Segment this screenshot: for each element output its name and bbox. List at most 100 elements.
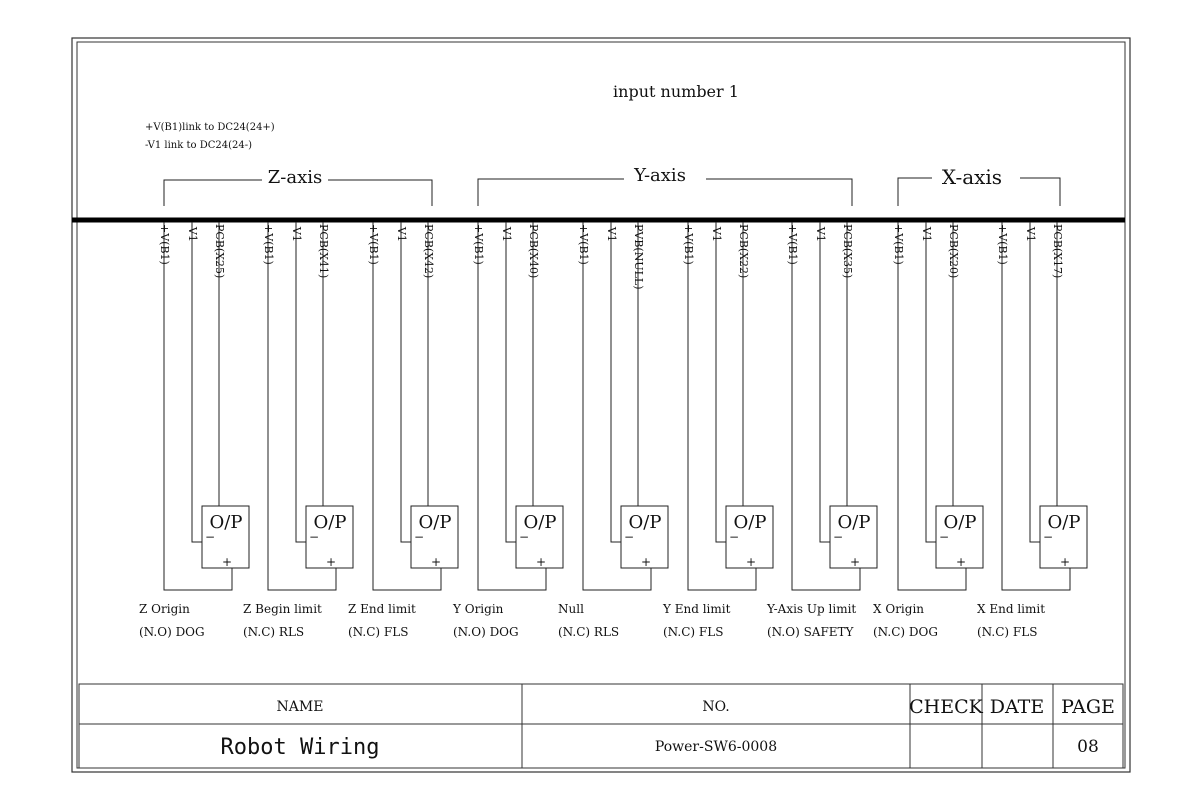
box-plus-label: + xyxy=(850,555,860,569)
sensor-spec: (N.C) RLS xyxy=(558,625,619,639)
pin-label: +V(B1) xyxy=(577,224,590,265)
wire-negative xyxy=(295,222,306,543)
output-box-label: O/P xyxy=(419,512,452,533)
pin-label: PVB(NULL) xyxy=(632,224,645,290)
pin-label: +V(B1) xyxy=(892,224,905,265)
sensor-spec: (N.C) FLS xyxy=(348,625,408,639)
pin-label: +V(B1) xyxy=(262,224,275,265)
box-plus-label: + xyxy=(536,555,546,569)
box-minus-label: − xyxy=(205,530,215,544)
wire-positive xyxy=(267,222,337,591)
sensor-name: Null xyxy=(558,602,584,616)
output-box xyxy=(829,505,878,569)
output-box xyxy=(305,505,354,569)
sensor-spec: (N.C) FLS xyxy=(977,625,1037,639)
pin-label: PCB(X42) xyxy=(422,224,435,278)
note-line-1: +V(B1)link to DC24(24+) xyxy=(145,122,275,133)
pin-label: -V1 xyxy=(500,224,513,242)
pin-label: PCB(X17) xyxy=(1051,224,1064,278)
pin-label: -V1 xyxy=(710,224,723,242)
box-plus-label: + xyxy=(431,555,441,569)
sensor-name: Z End limit xyxy=(348,602,416,616)
pin-label: +V(B1) xyxy=(996,224,1009,265)
wire-positive xyxy=(477,222,547,591)
output-box-label: O/P xyxy=(524,512,557,533)
outer-frame xyxy=(71,37,1131,773)
pin-label: PCB(X35) xyxy=(841,224,854,278)
wire-positive xyxy=(791,222,861,591)
name-header: NAME xyxy=(277,699,324,715)
wire-positive xyxy=(1001,222,1071,591)
output-box-label: O/P xyxy=(210,512,243,533)
box-plus-label: + xyxy=(222,555,232,569)
pin-label: -V1 xyxy=(395,224,408,242)
box-minus-label: − xyxy=(939,530,949,544)
check-header: CHECK xyxy=(909,696,984,718)
pin-label: -V1 xyxy=(605,224,618,242)
sensor-name: X End limit xyxy=(977,602,1045,616)
sensor-name: Y End limit xyxy=(662,602,731,616)
pin-label: -V1 xyxy=(186,224,199,242)
wire-positive xyxy=(687,222,757,591)
pin-label: +V(B1) xyxy=(472,224,485,265)
drawing-number: Power-SW6-0008 xyxy=(655,739,777,755)
no-header: NO. xyxy=(702,699,729,715)
box-plus-label: + xyxy=(1060,555,1070,569)
wire-negative xyxy=(819,222,830,543)
box-plus-label: + xyxy=(641,555,651,569)
sensor-spec: (N.O) DOG xyxy=(453,625,519,639)
page-number: 08 xyxy=(1077,737,1099,757)
wire-positive xyxy=(582,222,652,591)
sensor-spec: (N.C) DOG xyxy=(873,625,938,639)
title-block-border xyxy=(78,683,1124,769)
sensor-name: Z Begin limit xyxy=(243,602,322,616)
z-axis-label: Z-axis xyxy=(268,167,322,188)
sensor-name: Y Origin xyxy=(452,602,504,616)
z-axis-bracket: Z-axis xyxy=(163,167,433,206)
pin-label: PCB(X20) xyxy=(947,224,960,278)
box-minus-label: − xyxy=(624,530,634,544)
wire-positive xyxy=(372,222,442,591)
output-box-label: O/P xyxy=(944,512,977,533)
pin-label: PCB(X41) xyxy=(317,224,330,278)
wire-negative xyxy=(505,222,516,543)
wire-positive xyxy=(163,222,233,591)
pin-label: PCB(X22) xyxy=(737,224,750,278)
box-plus-label: + xyxy=(746,555,756,569)
pin-label: -V1 xyxy=(290,224,303,242)
output-box-label: O/P xyxy=(1048,512,1081,533)
wire-negative xyxy=(400,222,411,543)
output-box xyxy=(935,505,984,569)
pin-label: PCB(X25) xyxy=(213,224,226,278)
pin-label: PCB(X40) xyxy=(527,224,540,278)
output-box-label: O/P xyxy=(838,512,871,533)
wire-negative xyxy=(1029,222,1040,543)
box-minus-label: − xyxy=(309,530,319,544)
box-minus-label: − xyxy=(729,530,739,544)
sensor-spec: (N.C) FLS xyxy=(663,625,723,639)
pin-label: -V1 xyxy=(814,224,827,242)
sensor-name: Z Origin xyxy=(139,602,190,616)
output-box xyxy=(515,505,564,569)
box-minus-label: − xyxy=(833,530,843,544)
box-minus-label: − xyxy=(519,530,529,544)
output-box xyxy=(620,505,669,569)
sensor-spec: (N.O) SAFETY xyxy=(767,625,855,639)
pin-label: +V(B1) xyxy=(367,224,380,265)
pin-label: +V(B1) xyxy=(158,224,171,265)
sensor-spec: (N.C) RLS xyxy=(243,625,304,639)
date-header: DATE xyxy=(990,696,1044,718)
box-plus-label: + xyxy=(956,555,966,569)
diagram-heading: input number 1 xyxy=(613,82,739,101)
y-axis-bracket: Y-axis xyxy=(477,165,853,206)
pin-label: -V1 xyxy=(1024,224,1037,242)
page-header: PAGE xyxy=(1061,696,1115,718)
